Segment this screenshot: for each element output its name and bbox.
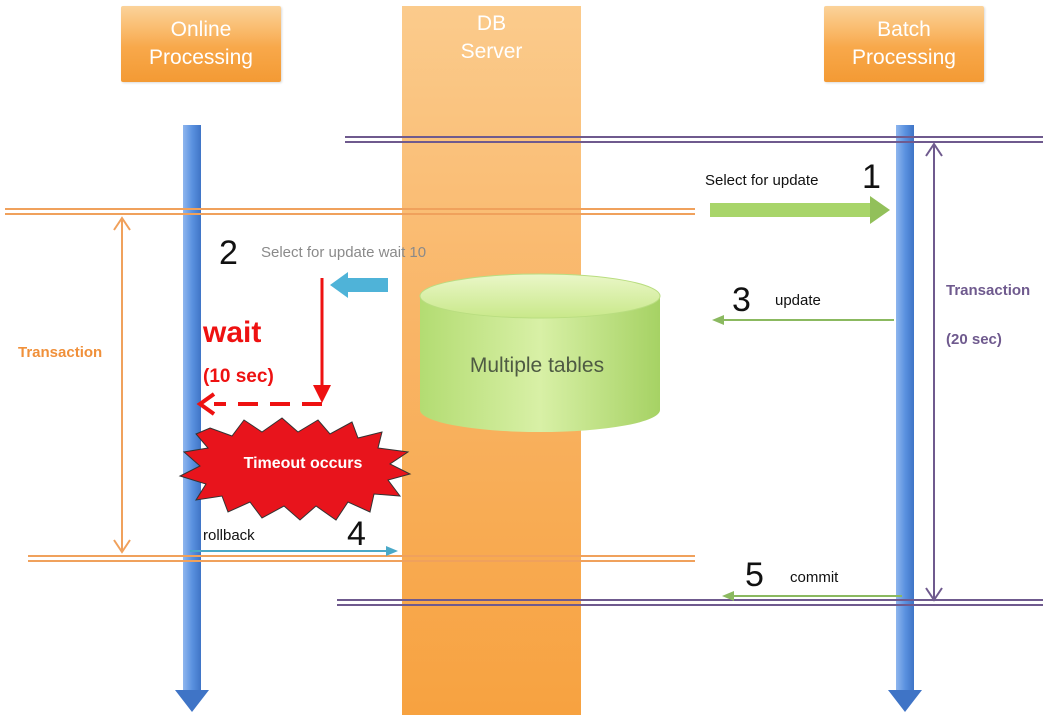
db-server-title-line1: DB bbox=[476, 12, 507, 35]
wait-timeout-dashed-arrow bbox=[196, 392, 322, 416]
batch-transaction-label: Transaction bbox=[946, 282, 1031, 299]
online-transaction-end-line bbox=[28, 555, 695, 562]
online-processing-box: Online Processing bbox=[121, 6, 281, 82]
rollback-arrow bbox=[190, 546, 398, 556]
online-transaction-span-arrow bbox=[113, 216, 131, 554]
wait-title: wait bbox=[203, 316, 262, 349]
step1-number: 1 bbox=[862, 158, 881, 196]
batch-processing-line2: Processing bbox=[852, 46, 956, 69]
batch-transaction-duration: (20 sec) bbox=[946, 331, 1002, 348]
step3-number: 3 bbox=[732, 281, 751, 319]
batch-transaction-span-arrow bbox=[925, 142, 943, 602]
batch-processing-box: Batch Processing bbox=[824, 6, 984, 82]
database-label: Multiple tables bbox=[469, 354, 605, 377]
database-cylinder bbox=[419, 273, 661, 432]
timeout-label: Timeout occurs bbox=[243, 455, 363, 472]
online-transaction-label: Transaction bbox=[18, 344, 103, 361]
step4-label: rollback bbox=[203, 527, 255, 544]
timeout-burst-shape bbox=[178, 417, 412, 521]
batch-transaction-start-line bbox=[345, 136, 1043, 143]
batch-timeline-arrow bbox=[888, 125, 922, 712]
step2-label: Select for update wait 10 bbox=[261, 244, 427, 261]
wait-duration: (10 sec) bbox=[203, 366, 274, 387]
step4-number: 4 bbox=[347, 515, 366, 553]
batch-transaction-end-line bbox=[337, 599, 1043, 606]
online-transaction-start-line bbox=[5, 208, 695, 215]
batch-processing-line1: Batch bbox=[877, 18, 931, 41]
update-arrow bbox=[712, 315, 894, 325]
step5-label: commit bbox=[790, 569, 839, 586]
online-processing-line1: Online bbox=[170, 18, 232, 41]
select-for-update-arrow bbox=[710, 196, 890, 224]
wait-request-arrow bbox=[330, 272, 388, 298]
step3-label: update bbox=[775, 292, 821, 309]
commit-arrow bbox=[722, 591, 902, 601]
db-server-title: DB Server bbox=[402, 10, 581, 66]
wait-down-arrow bbox=[313, 278, 331, 403]
db-server-title-line2: Server bbox=[460, 40, 523, 63]
step2-number: 2 bbox=[219, 234, 238, 272]
online-processing-line2: Processing bbox=[149, 46, 253, 69]
step5-number: 5 bbox=[745, 556, 764, 594]
step1-label: Select for update bbox=[705, 172, 819, 189]
